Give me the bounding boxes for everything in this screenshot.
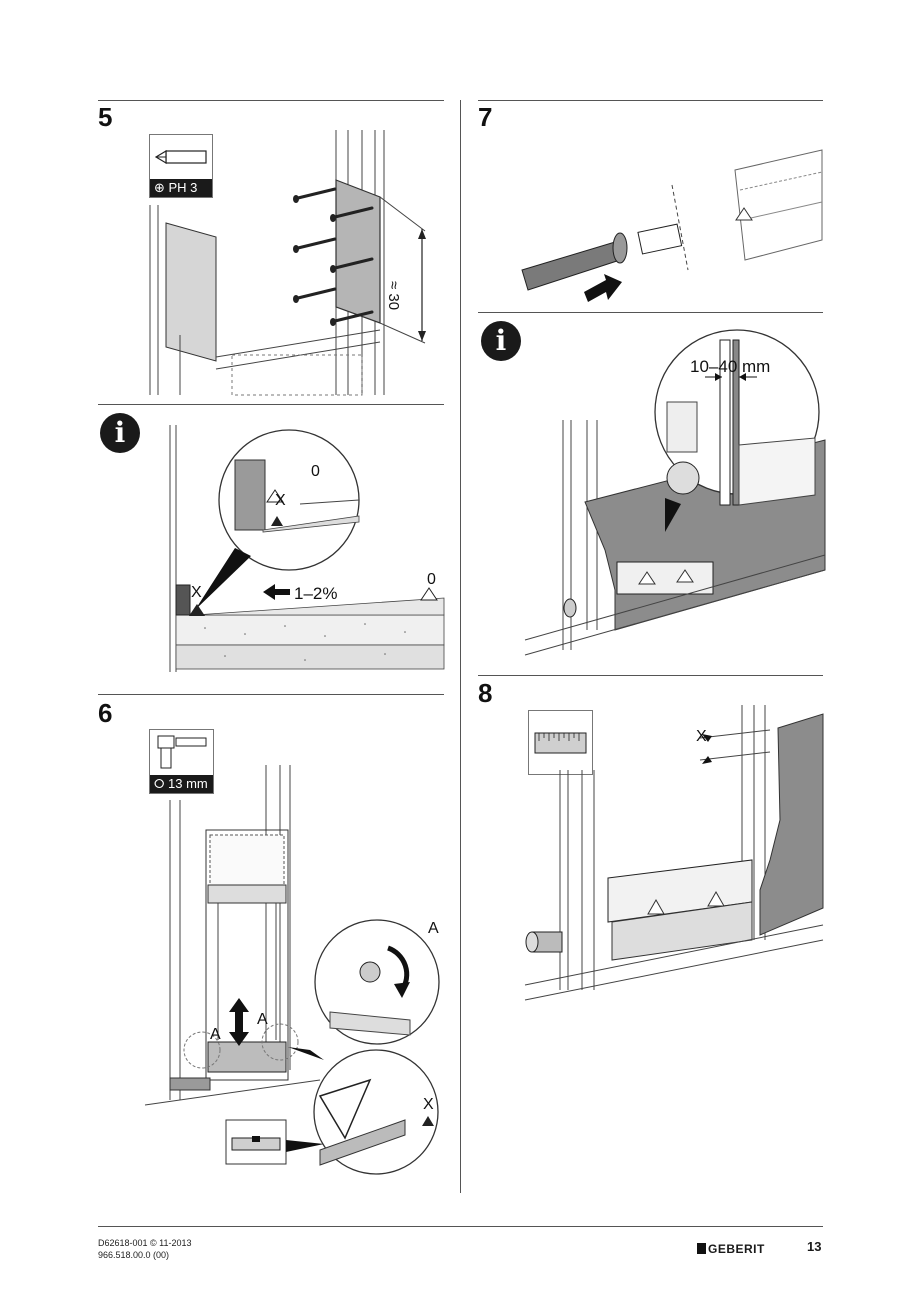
rule-info-step6 (98, 694, 444, 695)
slope-label: 1–2% (294, 584, 338, 603)
gap-range-label: 10–40 mm (690, 357, 771, 376)
screwdriver-icon (154, 149, 207, 165)
ruler-tool-box (528, 710, 593, 775)
marker-label-top: X (275, 492, 286, 509)
page-number: 13 (807, 1239, 822, 1254)
label-a-left: A (210, 1026, 221, 1043)
step-number-6: 6 (98, 698, 113, 728)
floor-slope-illustration (169, 425, 445, 672)
rule-step5-info (98, 404, 444, 405)
step5-illustration (149, 130, 426, 396)
label-x-detail: X (423, 1096, 434, 1113)
socket-wrench-icon (157, 735, 207, 769)
screwdriver-tool-box: ⊕ PH 3 (149, 134, 213, 198)
top-rule-right (478, 100, 823, 101)
step6-illustration (144, 765, 440, 1175)
footer-article-number: 966.518.00.0 (00) (98, 1250, 170, 1260)
footer-rule (98, 1226, 823, 1227)
socket-wrench-tool-box: ⭘ 13 mm (149, 729, 214, 794)
level-label-top: 0 (311, 463, 320, 480)
column-divider (460, 100, 461, 1193)
marker-label-left: X (191, 584, 202, 601)
ruler-icon (534, 732, 587, 754)
tool-label-13mm: ⭘ 13 mm (150, 775, 213, 793)
rule-step7-info (478, 312, 823, 313)
label-a-right: A (257, 1011, 268, 1028)
top-rule-left (98, 100, 444, 101)
label-a-detail: A (428, 920, 439, 937)
step-number-7: 7 (478, 102, 493, 132)
tool-label-ph3: ⊕ PH 3 (150, 179, 212, 197)
step7-illustration (521, 149, 823, 302)
rule-info-step8 (478, 675, 823, 676)
step-number-8: 8 (478, 678, 493, 708)
info-icon-right: i (481, 321, 521, 361)
label-x-step8: X (696, 728, 707, 745)
footer-doc-code: D62618-001 © 11-2013 (98, 1238, 192, 1248)
step-number-5: 5 (98, 102, 113, 132)
dimension-label-30: ≈ 30 (385, 281, 402, 311)
level-label-right: 0 (427, 571, 436, 588)
geberit-logo-square-icon (697, 1243, 706, 1255)
geberit-wordmark: GEBERIT (708, 1241, 765, 1256)
step8-illustration (524, 705, 824, 1001)
info-icon-left: i (100, 413, 140, 453)
board-gap-illustration (524, 329, 826, 656)
geberit-logo: GEBERIT (697, 1240, 765, 1256)
